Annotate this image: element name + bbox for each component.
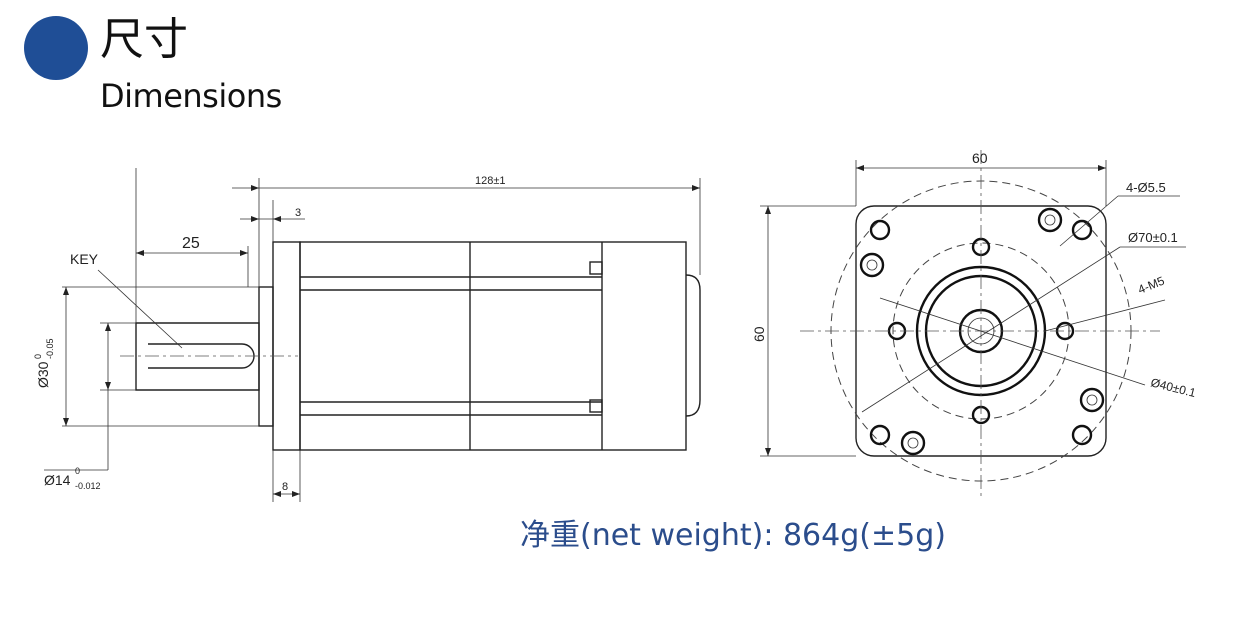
flange-offset-dim: 3 <box>295 207 301 219</box>
shaft <box>135 322 260 391</box>
shaft-diameter-dim: Ø14 <box>44 472 71 488</box>
side-view: 128±1 3 25 KEY Ø30 0 -0.05 <box>33 168 701 502</box>
flange-thickness-dim: 8 <box>282 481 288 493</box>
pilot <box>258 286 274 427</box>
tapped-circle-label: Ø40±0.1 <box>1149 375 1197 400</box>
key-label: KEY <box>70 251 99 267</box>
flange <box>272 241 301 451</box>
motor-body <box>299 241 687 451</box>
section-title-cn: 尺寸 <box>100 14 188 65</box>
front-height-dim: 60 <box>751 326 767 342</box>
net-weight: 净重(net weight): 864g(±5g) <box>520 518 946 553</box>
bolt-circle-label: Ø70±0.1 <box>1128 230 1178 245</box>
section-title-en: Dimensions <box>100 77 282 115</box>
front-width-dim: 60 <box>972 150 988 166</box>
pilot-tol-upper: 0 <box>33 354 43 359</box>
tapped-holes-label: 4-M5 <box>1136 273 1167 296</box>
shaft-tol-lower: -0.012 <box>75 481 101 491</box>
shaft-tol-upper: 0 <box>75 466 80 476</box>
bullet-dot <box>24 16 88 80</box>
pilot-tol-lower: -0.05 <box>45 338 55 359</box>
shaft-length-dim: 25 <box>182 235 200 252</box>
mount-holes-label: 4-Ø5.5 <box>1126 180 1166 195</box>
pilot-diameter-dim: Ø30 <box>35 361 51 388</box>
length-dim: 128±1 <box>475 175 506 187</box>
front-view: 60 60 4-Ø5.5 Ø70±0.1 4-M5 Ø40±0.1 <box>751 150 1198 500</box>
